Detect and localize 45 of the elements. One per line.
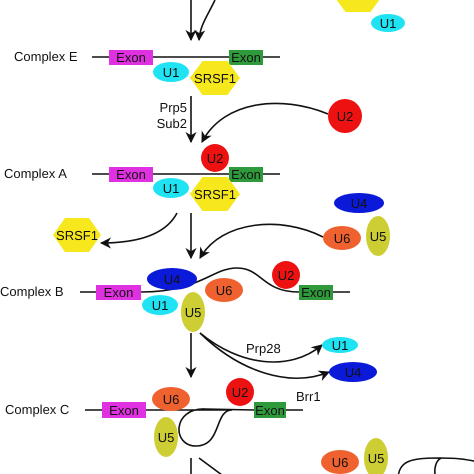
exon-box: Exon [229, 50, 263, 65]
snrnp-ellipse: U6 [152, 387, 190, 411]
exon-box: Exon [229, 167, 263, 182]
snrnp-ellipse: U6 [321, 450, 359, 474]
complex-label: Complex E [14, 50, 78, 63]
snrnp-circle: U2 [272, 261, 300, 289]
exon-box: Exon [102, 402, 146, 418]
snrnp-ellipse: U1 [153, 178, 189, 198]
snrnp-ellipse: U1 [153, 62, 189, 82]
snrnp-ellipse: U5 [154, 417, 178, 457]
complex-label: Complex A [4, 167, 67, 180]
edge-label: Brr1 [296, 390, 321, 403]
exon-box: Exon [299, 285, 333, 300]
snrnp-ellipse: U6 [205, 278, 243, 302]
complex-label: Complex C [5, 403, 70, 416]
exon-box: Exon [109, 50, 153, 65]
exon-box: Exon [96, 285, 141, 300]
arrow [100, 212, 178, 248]
arrow [201, 102, 328, 143]
snrnp-circle: U2 [201, 144, 229, 172]
snrnp-ellipse: U4 [329, 362, 377, 382]
exon-box: Exon [254, 402, 286, 418]
arrow [185, 213, 197, 260]
arrow [194, 0, 216, 42]
snrnp-ellipse: U4 [334, 193, 384, 213]
exon-box: Exon [109, 167, 153, 182]
arrow [185, 333, 197, 378]
snrnp-ellipse: U1 [322, 337, 358, 353]
snrnp-ellipse: U1 [371, 14, 405, 32]
snrnp-ellipse: U6 [323, 226, 361, 250]
snrnp-ellipse: U5 [181, 292, 205, 332]
snrnp-ellipse: U5 [366, 216, 390, 256]
arrow [199, 224, 324, 259]
edge-label: Prp28 [246, 342, 281, 355]
edge-label: Prp5 Sub2 [156, 100, 187, 132]
arrow [199, 332, 330, 380]
snrnp-ellipse: U1 [142, 295, 178, 315]
snrnp-circle: U2 [328, 99, 362, 133]
arrow [185, 0, 197, 42]
complex-label: Complex B [0, 285, 64, 298]
arrow [200, 332, 323, 363]
snrnp-circle: U2 [226, 378, 254, 406]
arrow [185, 96, 197, 144]
snrnp-ellipse: U4 [147, 268, 197, 290]
snrnp-ellipse: U5 [364, 438, 388, 474]
